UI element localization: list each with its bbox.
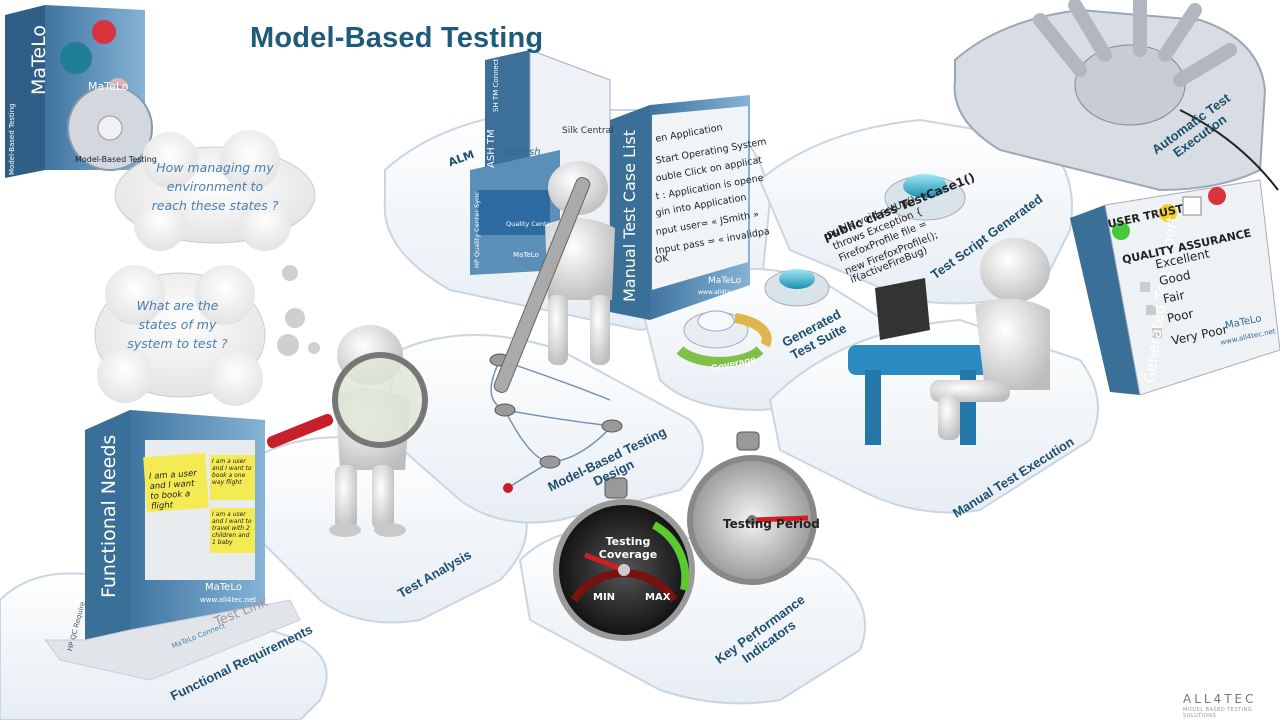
alm-matelo: MaTeLo	[513, 251, 539, 259]
thought-bubble-environment	[114, 130, 316, 251]
matelo-box-spine: MaTeLo	[28, 25, 50, 95]
coverage-gauge-label: Testing Coverage	[598, 535, 658, 561]
matelo-box-cd: Model-Based Testing	[75, 155, 157, 164]
company-logo: ALL4TEC	[1183, 692, 1257, 706]
alm-sh-tm-connect: SH TM Connect	[492, 58, 500, 112]
period-gauge	[687, 431, 817, 585]
designer-figure	[493, 161, 615, 393]
functional-needs-url: www.all4tec.net	[200, 596, 257, 604]
alm-ash-tm: ASH TM	[486, 129, 497, 168]
alm-squash: squash	[505, 147, 541, 158]
robot-hand	[1033, 0, 1279, 191]
test-suite-buttons	[683, 269, 830, 349]
sticky-note-3: I am a user and I want to travel with 2 …	[212, 511, 252, 546]
plate-model-design	[378, 334, 704, 524]
test-report-notebook	[1070, 179, 1280, 396]
matelo-box-side: Model-Based Testing	[8, 103, 16, 175]
analyst-figure	[266, 325, 428, 537]
functional-needs-book	[44, 410, 301, 681]
matelo-product-box	[5, 5, 153, 178]
manual-test-case-book	[610, 95, 750, 320]
magnifier-icon	[332, 352, 428, 448]
period-needle	[751, 515, 809, 523]
coverage-needle	[584, 552, 625, 573]
pen-icon	[493, 177, 591, 393]
alm-hp-qc-sync: HP Quality Center Sync	[473, 192, 481, 268]
manual-list-spine: Manual Test Case List	[620, 129, 639, 302]
alm-quality-center: Quality Center	[506, 220, 554, 228]
manual-list-url: www.all4tec.net	[698, 289, 747, 296]
coverage-gauge-max: MAX	[645, 592, 671, 603]
sticky-note-1: I am a user and I want to book a flight	[148, 468, 198, 512]
thought-bubble-states	[94, 265, 320, 406]
manual-list-brand: MaTeLo	[708, 276, 742, 286]
thought-bubble-environment-text: How managing my environment to reach the…	[151, 160, 279, 213]
code-card	[884, 174, 966, 221]
coverage-ring	[676, 313, 772, 367]
thought-bubble-states-text: What are the states of my system to test…	[127, 298, 228, 351]
matelo-box-front: MaTeLo	[88, 80, 129, 93]
model-start-node	[503, 483, 513, 493]
coverage-gauge-min: MIN	[593, 592, 616, 603]
laptop-icon	[875, 278, 930, 340]
alm-silk-central: Silk Central	[562, 126, 614, 136]
alm-tools-stack	[470, 49, 611, 275]
manual-list-row: OK	[654, 252, 670, 267]
coverage-gauge	[553, 477, 695, 641]
functional-needs-brand: MaTeLo	[205, 582, 242, 593]
tester-figure	[848, 238, 1050, 445]
page-title: Model-Based Testing	[250, 22, 544, 54]
period-gauge-label: Testing Period	[723, 517, 820, 531]
company-tagline: MODEL BASED TESTING SOLUTIONS	[1183, 707, 1253, 719]
functional-needs-spine: Functional Needs	[98, 434, 120, 598]
sticky-note-2: I am a user and I want to book a one way…	[212, 458, 252, 486]
